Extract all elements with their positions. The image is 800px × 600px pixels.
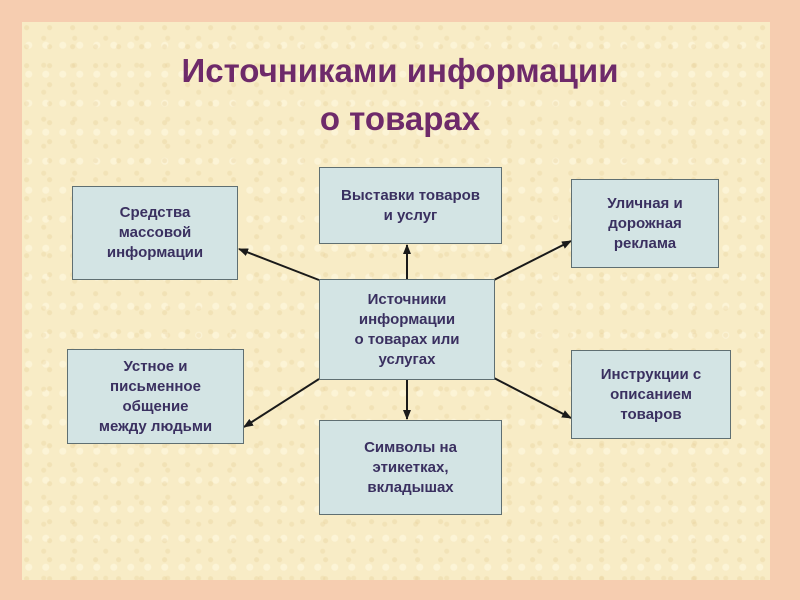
slide-title-line-2: о товарах: [319, 100, 481, 137]
arrow-to-bottom-left: [243, 378, 320, 428]
arrow-to-top-right: [493, 240, 572, 281]
arrow-to-bottom-right: [493, 377, 572, 419]
box-center-sources: Источники информации о товарах или услуг…: [319, 279, 495, 380]
box-exhibitions: Выставки товаров и услуг: [319, 167, 502, 244]
box-instructions: Инструкции с описанием товаров: [571, 350, 731, 439]
slide-title-line-1: Источниками информации: [181, 52, 619, 89]
box-label-symbols: Символы на этикетках, вкладышах: [319, 420, 502, 515]
arrow-to-top-left: [238, 248, 320, 281]
box-street-advertising: Уличная и дорожная реклама: [571, 179, 719, 268]
box-mass-media: Средства массовой информации: [72, 186, 238, 280]
box-oral-written-communication: Устное и письменное общение между людьми: [67, 349, 244, 444]
